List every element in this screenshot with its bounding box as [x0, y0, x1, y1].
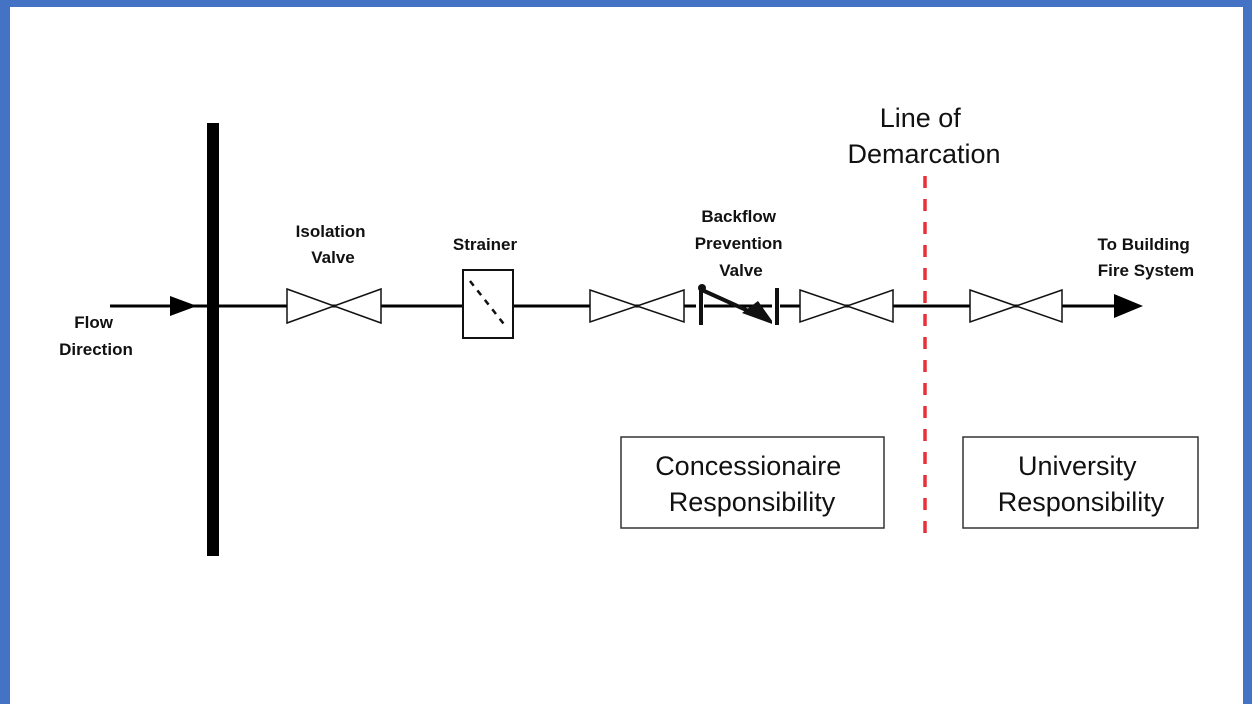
to-building-label-2: Fire System: [1098, 261, 1194, 280]
valve-4-icon: [969, 288, 1063, 324]
svg-text:To Building Fire System: To Building Fire System: [1098, 235, 1195, 280]
svg-text:Isolation Valve: Isolation Valve: [296, 222, 371, 267]
isolation-valve-icon: [286, 287, 382, 325]
outlet-arrow-icon: [1114, 294, 1143, 318]
concessionaire-label-2: Responsibility: [669, 487, 836, 517]
university-box: [962, 436, 1199, 529]
isolation-valve-label-1: Isolation: [296, 222, 366, 241]
isolation-valve-label-2: Valve: [311, 248, 355, 267]
backflow-label-2: Prevention: [695, 234, 783, 253]
svg-text:University Responsibility: University Responsibility: [998, 451, 1165, 517]
concessionaire-box: [620, 436, 885, 529]
svg-text:Backflow Prevention Va: Backflow Prevention Valve: [695, 207, 788, 280]
valve-2-icon: [589, 288, 685, 324]
concessionaire-label-1: Concessionaire: [655, 451, 841, 481]
strainer-label: Strainer: [453, 235, 518, 254]
demarcation-label-1: Line of: [880, 103, 962, 133]
demarcation-label-2: Demarcation: [847, 139, 1000, 169]
backflow-label-3: Valve: [719, 261, 763, 280]
flow-direction-label-1: Flow: [74, 313, 113, 332]
backflow-label-1: Backflow: [701, 207, 776, 226]
university-label-2: Responsibility: [998, 487, 1165, 517]
strainer-icon: [462, 269, 514, 339]
university-label-1: University: [1018, 451, 1137, 481]
svg-text:Line of Demarcation: Line of Demarcation: [847, 103, 1000, 169]
flow-arrow-icon: [170, 296, 197, 316]
to-building-label-1: To Building: [1098, 235, 1190, 254]
svg-text:Concessionaire Responsibil: Concessionaire Responsibility: [655, 451, 849, 517]
backflow-prevention-valve-icon: [696, 284, 780, 326]
flow-direction-label-2: Direction: [59, 340, 133, 359]
main-supply-pipe: [207, 123, 219, 556]
valve-3-icon: [799, 288, 894, 324]
svg-text:Flow Direction: Flow Direction: [59, 313, 133, 359]
